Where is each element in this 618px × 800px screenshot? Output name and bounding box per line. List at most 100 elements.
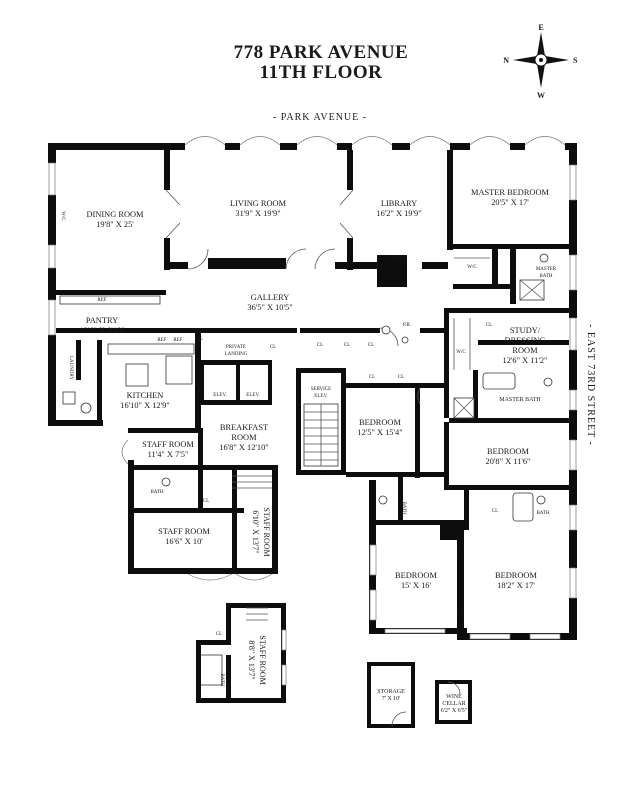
kitchen-name: KITCHEN xyxy=(127,391,164,400)
pantry-dims: 19'6" X 8'10" xyxy=(79,326,124,335)
storage-dims: 7' X 10' xyxy=(382,696,401,702)
ref-label-3: REF xyxy=(173,338,182,343)
staff-room-4-name: STAFF ROOM xyxy=(258,635,267,684)
cl-label-12: CL xyxy=(456,550,461,556)
plan-title-line1: 778 PARK AVENUE xyxy=(234,42,409,63)
staff-bay-windows xyxy=(121,439,273,581)
staff-room-4-dims: 8'8" X 13'7" xyxy=(247,640,256,679)
bedroom-lower-left-name: BEDROOM xyxy=(395,571,437,580)
bedroom-right-dims: 20'8" X 11'6" xyxy=(486,457,531,466)
cl-label-6: CL xyxy=(369,375,375,380)
street-label-top: - PARK AVENUE - xyxy=(273,112,367,123)
gallery-name: GALLERY xyxy=(251,293,290,302)
compass-s-label: S xyxy=(573,56,578,65)
storage-room xyxy=(367,662,415,728)
bath-label-4: BATH xyxy=(219,673,224,686)
cl-label-10: CL xyxy=(203,499,209,504)
compass-rose-icon xyxy=(513,32,569,88)
compass-w-label: W xyxy=(537,91,545,100)
elev-label-1: ELEV. xyxy=(213,393,226,398)
wine-name-2: CELLAR xyxy=(442,701,465,707)
compass-e-label: E xyxy=(538,23,543,32)
study-name-3: ROOM xyxy=(512,346,538,355)
library-dims: 16'2" X 19'9" xyxy=(376,209,421,218)
bath-label-2: BATH xyxy=(536,511,549,516)
kitchen-dims: 16'10" X 12'9" xyxy=(120,401,169,410)
bedroom-lower-left-dims: 15' X 16' xyxy=(401,581,431,590)
fixtures xyxy=(59,253,553,686)
private-landing-2: LANDING xyxy=(225,352,248,357)
outer-walls xyxy=(48,143,577,640)
bedroom-right-name: BEDROOM xyxy=(487,447,529,456)
breakfast-name-2: ROOM xyxy=(231,433,257,442)
bath-label-3: BATH xyxy=(401,501,406,514)
wine-name-1: WINE xyxy=(446,694,462,700)
library-name: LIBRARY xyxy=(381,199,417,208)
study-name-1: STUDY/ xyxy=(510,326,541,335)
study-dims: 12'6" X 11'2" xyxy=(503,356,548,365)
staff-room-1-name: STAFF ROOM xyxy=(142,440,194,449)
dining-room-dims: 19'8" X 25' xyxy=(96,220,134,229)
bay-windows xyxy=(184,136,566,146)
room-labels: DINING ROOM 19'8" X 25' LIVING ROOM 31'9… xyxy=(79,188,556,714)
master-bedroom-dims: 20'5" X 17' xyxy=(491,198,529,207)
wine-cellar-room xyxy=(435,680,472,724)
elev-label-2: ELEV. xyxy=(246,393,259,398)
breakfast-dims: 16'8" X 12'10" xyxy=(219,443,268,452)
bedroom-mid-dims: 12'5" X 15'4" xyxy=(357,428,402,437)
small-labels: W/C W/C W/C PRIVATE LANDING ELEV. ELEV. … xyxy=(60,211,550,687)
master-bath-small-1: MASTER xyxy=(536,267,557,272)
window-ticks xyxy=(48,162,577,640)
cl-label-4: CL xyxy=(344,343,350,348)
bedroom-lower-right-name: BEDROOM xyxy=(495,571,537,580)
staff-room-2-name: STAFF ROOM xyxy=(158,527,210,536)
pr-label: P.R. xyxy=(403,323,411,328)
laundry-label: LAUNDRY xyxy=(68,356,73,381)
staff-room-2-dims: 16'6" X 10' xyxy=(165,537,203,546)
study-name-2: DRESSING xyxy=(505,336,546,345)
staff-room-3-name: STAFF ROOM xyxy=(262,507,271,556)
cl-label-1: CL xyxy=(197,337,203,342)
master-bath-name: MASTER BATH xyxy=(499,397,541,403)
master-bath-small-2: BATH xyxy=(539,274,552,279)
master-bedroom-name: MASTER BEDROOM xyxy=(471,188,549,197)
pantry-name: PANTRY xyxy=(86,316,118,325)
ref-label-1: REF xyxy=(97,298,106,303)
breakfast-name-1: BREAKFAST xyxy=(220,423,268,432)
staff-room-1-dims: 11'4" X 7'5" xyxy=(148,450,189,459)
cl-label-5: CL xyxy=(368,343,374,348)
doors xyxy=(165,189,421,405)
bath-label-1: BATH xyxy=(150,490,163,495)
plan-title-line2: 11TH FLOOR xyxy=(260,62,383,83)
cl-label-8: CL xyxy=(486,323,492,328)
pr-label-2: P.R. xyxy=(394,256,402,261)
bedroom-lower-right-dims: 18'2" X 17' xyxy=(497,581,535,590)
wic-label-1: W/C xyxy=(467,265,477,270)
living-room-dims: 31'9" X 19'9" xyxy=(235,209,280,218)
dining-room-name: DINING ROOM xyxy=(87,210,145,219)
bedroom-mid-name: BEDROOM xyxy=(359,418,401,427)
wic-label-3: W/C xyxy=(60,211,65,221)
cl-label-11: CL xyxy=(216,632,222,637)
cl-label-2: CL xyxy=(270,345,276,350)
street-label-right: - EAST 73RD STREET - xyxy=(585,324,596,446)
living-room-name: LIVING ROOM xyxy=(230,199,287,208)
service-elev-2: ELEV. xyxy=(314,394,327,399)
wic-label-2: W/C xyxy=(456,350,466,355)
wine-dims: 6'2" X 6'5" xyxy=(441,708,468,714)
compass-n-label: N xyxy=(503,56,509,65)
private-landing-1: PRIVATE xyxy=(226,345,246,350)
cl-label-9: CL xyxy=(492,509,498,514)
stair-icon xyxy=(303,403,339,467)
storage-name: STORAGE xyxy=(377,689,405,695)
gallery-dims: 36'5" X 10'5" xyxy=(247,303,292,312)
staff-wing-lower xyxy=(196,603,287,703)
service-elev-1: SERVICE xyxy=(311,387,331,392)
cl-label-3: CL xyxy=(317,343,323,348)
cl-label-7: CL xyxy=(398,375,404,380)
interior-walls xyxy=(56,150,569,570)
cl-label-13: CL xyxy=(456,609,461,615)
staff-room-3-dims: 6'10" X 13'7" xyxy=(251,510,260,553)
ref-label-2: REF xyxy=(157,338,166,343)
